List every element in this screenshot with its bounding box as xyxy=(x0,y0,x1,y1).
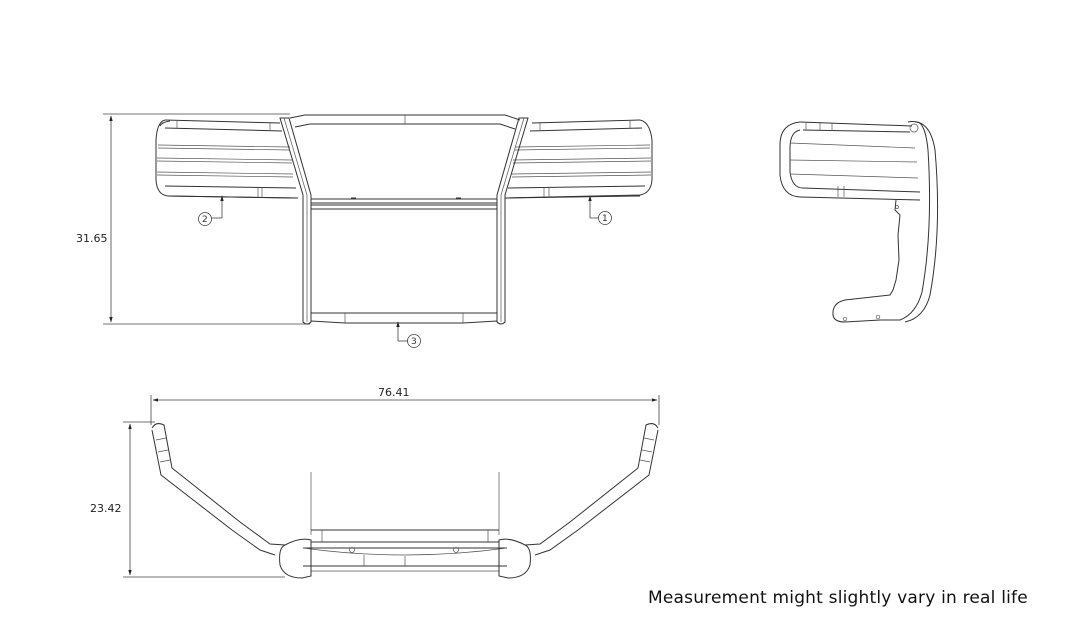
top-width-label: 76.41 xyxy=(378,386,410,399)
top-depth-dimension: 23.42 xyxy=(88,421,285,578)
measurement-disclaimer: Measurement might slightly vary in real … xyxy=(648,588,1028,608)
svg-text:2: 2 xyxy=(202,215,208,225)
left-wing-bars xyxy=(155,119,299,199)
top-view: 76.41 23.42 xyxy=(88,386,660,579)
balloon-3: 3 xyxy=(396,321,421,348)
front-view: 31.65 xyxy=(70,113,653,348)
svg-text:1: 1 xyxy=(602,214,608,224)
center-frame xyxy=(279,114,529,325)
balloon-1: 1 xyxy=(588,195,612,225)
top-depth-label: 23.42 xyxy=(90,502,122,515)
side-view xyxy=(779,121,939,323)
front-height-dimension: 31.65 xyxy=(70,113,310,325)
top-width-dimension: 76.41 xyxy=(150,386,660,425)
svg-text:3: 3 xyxy=(411,337,417,347)
balloon-2: 2 xyxy=(198,195,224,226)
front-height-label: 31.65 xyxy=(76,232,108,245)
right-wing-bars xyxy=(504,119,653,199)
